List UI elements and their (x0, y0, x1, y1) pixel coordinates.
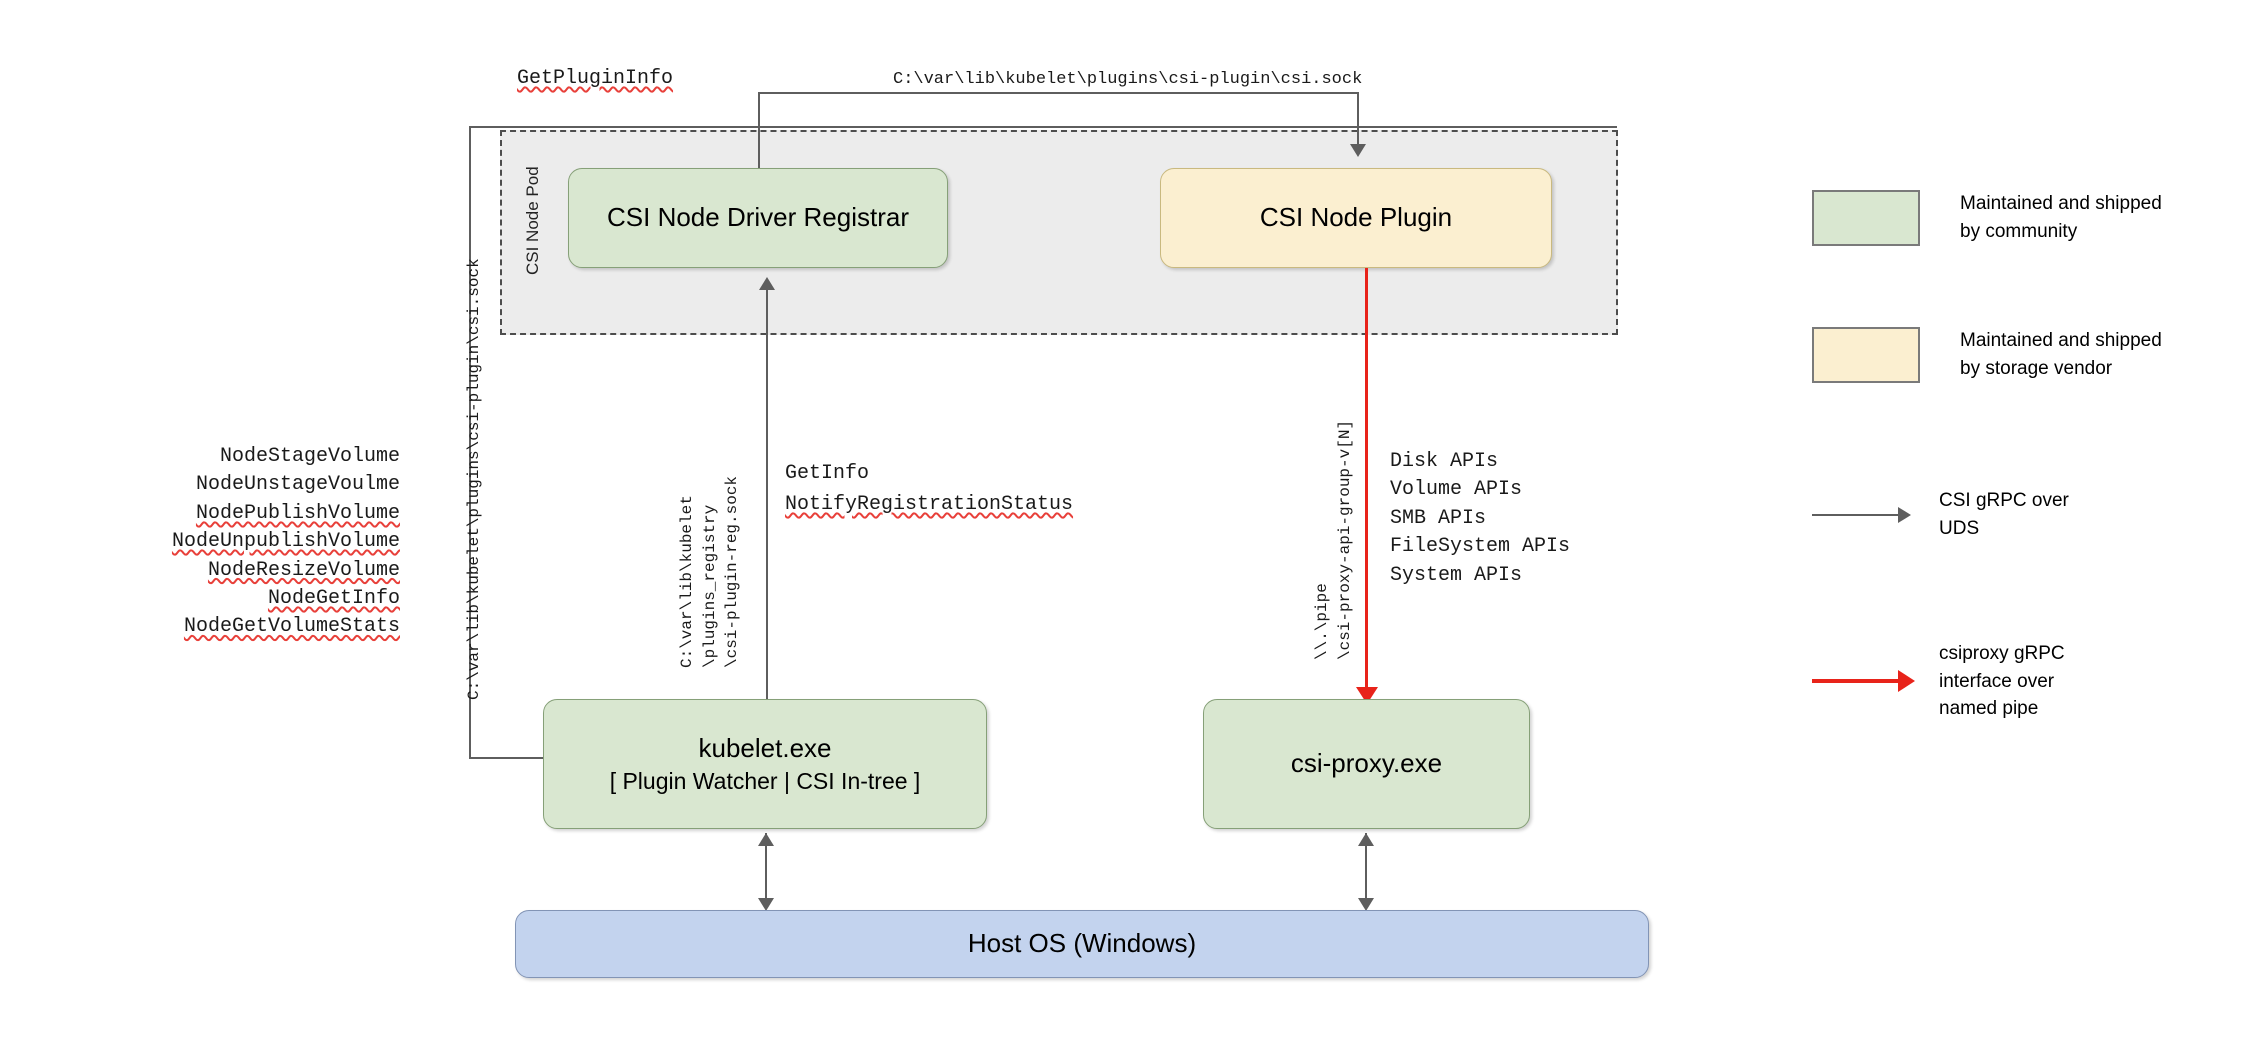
arrowhead-csi-sock-down (1350, 144, 1366, 157)
box-csi-node-plugin[interactable]: CSI Node Plugin (1160, 168, 1552, 268)
arrowhead-registrar-up (759, 277, 775, 290)
label-named-pipe-vertical: \\.\pipe \csi-proxy-api-group-v[N] (1313, 419, 1354, 660)
connector-csiproxy-hostos (1365, 833, 1367, 898)
label-notify-registration-status: NotifyRegistrationStatus (785, 493, 1074, 516)
node-call-item: NodePublishVolume (195, 501, 400, 525)
box-kubelet-title: kubelet.exe (698, 732, 832, 763)
label-csi-sock-path-vertical: C:\var\lib\kubelet\plugins\csi-plugin\cs… (465, 258, 483, 700)
legend-label-community: Maintained and shipped by community (1960, 193, 2162, 242)
connector-getplugininfo-horizontal (758, 92, 1358, 94)
box-host-os-title: Host OS (Windows) (967, 928, 1197, 959)
outer-container-top-edge (469, 126, 1617, 128)
legend-arrow-red-line (1812, 679, 1898, 684)
csiproxy-api-item: Disk APIs (1390, 450, 1499, 473)
outer-container-left-edge (469, 126, 471, 757)
label-csi-sock-path-top: C:\var\lib\kubelet\plugins\csi-plugin\cs… (893, 70, 1363, 89)
connector-csiproxy-red (1365, 268, 1369, 690)
box-csi-proxy-title: csi-proxy.exe (1290, 748, 1443, 779)
legend-swatch-community (1812, 190, 1920, 246)
csiproxy-api-item: FileSystem APIs (1390, 535, 1571, 559)
node-call-item: NodeUnstageVoulme (195, 473, 400, 497)
arrowhead-kubelet-down (758, 898, 774, 911)
legend-label-vendor: Maintained and shipped by storage vendor (1960, 330, 2162, 379)
arrowhead-csiproxy-down (1358, 898, 1374, 911)
node-service-call-list: NodeStageVolume NodeUnstageVoulme NodePu… (100, 443, 400, 642)
box-csi-node-driver-registrar-title: CSI Node Driver Registrar (607, 202, 909, 233)
node-call-item: NodeGetVolumeStats (183, 615, 400, 639)
legend-label-csiproxy-grpc: csiproxy gRPC interface over named pipe (1939, 643, 2065, 720)
outer-container-bottom-stub (469, 757, 543, 759)
legend-arrow-grey (1812, 506, 1911, 523)
node-call-item: NodeGetInfo (267, 586, 400, 610)
legend-arrow-red (1812, 670, 1915, 693)
node-call-item: NodeStageVolume (219, 445, 400, 468)
legend-arrow-red-head (1898, 670, 1915, 693)
node-call-item: NodeResizeVolume (207, 558, 400, 582)
label-registry-path-vertical: C:\var\lib\kubelet \plugins_registry \cs… (678, 475, 742, 668)
legend-item-vendor: Maintained and shipped by storage vendor (1812, 327, 2162, 383)
legend-arrow-grey-head (1898, 506, 1911, 523)
connector-getplugininfo-vertical (758, 92, 760, 168)
connector-registrar-kubelet (766, 290, 768, 699)
arrowhead-csiproxy-up (1358, 833, 1374, 846)
box-kubelet[interactable]: kubelet.exe [ Plugin Watcher | CSI In-tr… (543, 699, 987, 829)
box-kubelet-subtitle: [ Plugin Watcher | CSI In-tree ] (609, 768, 921, 795)
node-call-item: NodeUnpublishVolume (171, 530, 400, 554)
label-get-plugin-info: GetPluginInfo (517, 67, 674, 90)
csiproxy-api-item: System APIs (1390, 563, 1523, 587)
legend-arrow-grey-line (1812, 513, 1898, 516)
arrowhead-kubelet-up (758, 833, 774, 846)
legend-item-csi-grpc-uds: CSI gRPC over UDS (1812, 487, 2069, 542)
csiproxy-api-item: Volume APIs (1390, 478, 1523, 502)
box-host-os[interactable]: Host OS (Windows) (515, 910, 1649, 978)
legend-item-community: Maintained and shipped by community (1812, 190, 2162, 246)
legend-label-csi-grpc-uds: CSI gRPC over UDS (1939, 490, 2069, 539)
csi-node-pod-label: CSI Node Pod (523, 166, 542, 275)
connector-kubelet-hostos (765, 833, 767, 898)
label-get-info: GetInfo (785, 462, 870, 485)
box-csi-node-driver-registrar[interactable]: CSI Node Driver Registrar (568, 168, 948, 268)
legend-swatch-vendor (1812, 327, 1920, 383)
box-csi-proxy[interactable]: csi-proxy.exe (1203, 699, 1530, 829)
connector-csi-sock-vertical (1357, 92, 1359, 144)
csiproxy-api-item: SMB APIs (1390, 506, 1487, 530)
legend-item-csiproxy-grpc: csiproxy gRPC interface over named pipe (1812, 640, 2065, 723)
csiproxy-api-list: Disk APIs Volume APIs SMB APIs FileSyste… (1390, 448, 1570, 590)
box-csi-node-plugin-title: CSI Node Plugin (1259, 202, 1453, 233)
